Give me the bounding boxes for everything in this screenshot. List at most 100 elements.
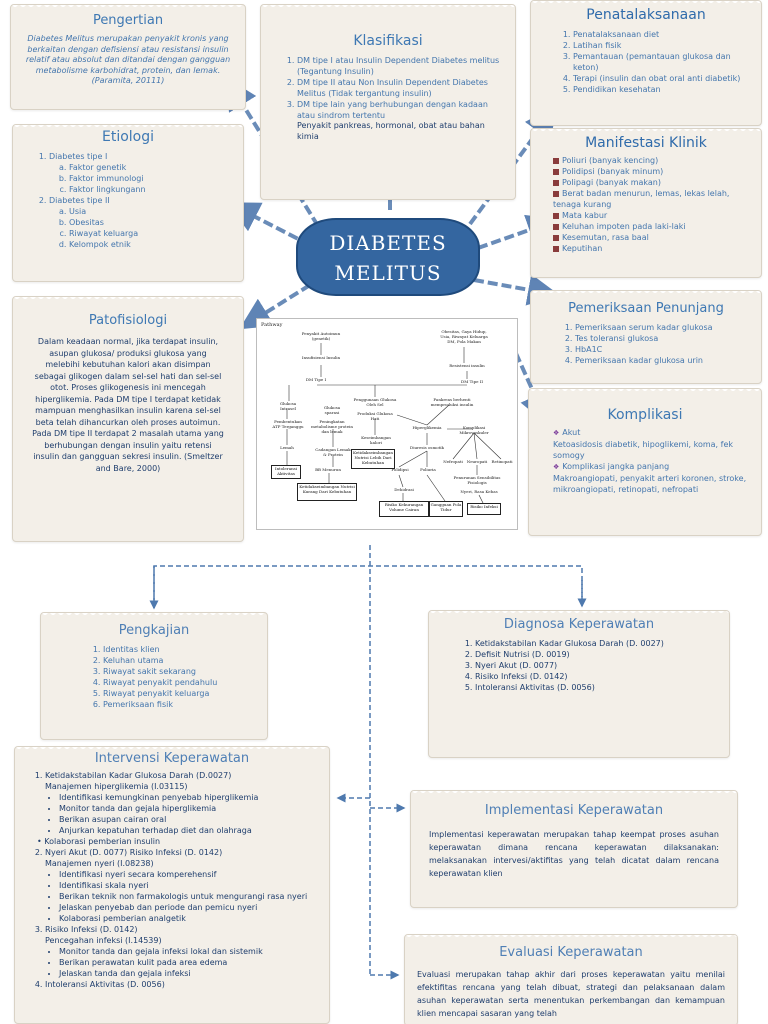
pathway-outcome-box: Ketidakseimbangan Nutrisi Kurang Dari Ke… — [297, 483, 357, 501]
implementasi-text: Implementasi keperawatan merupakan tahap… — [429, 830, 719, 878]
intervensi-list: Ketidakstabilan Kadar Glukosa Darah (D.0… — [15, 766, 329, 990]
list-item: Keputihan — [553, 243, 751, 254]
diamond-bullet-icon: ❖ — [553, 429, 560, 437]
manifestasi-item: Keputihan — [562, 244, 603, 253]
pathway-node: Komplikasi Mikrovaskuler — [459, 425, 489, 435]
pathway-outcome-box: Risiko Infeksi — [467, 503, 501, 515]
list-item: Latihan fisik — [573, 40, 751, 51]
list-item: Ketidakstabilan Kadar Glukosa Darah (D. … — [475, 638, 719, 649]
manifestasi-item: Poliuri (banyak kencing) — [562, 156, 659, 165]
pathway-node: Lemah — [280, 445, 294, 450]
manifestasi-item: Polidipsi (banyak minum) — [562, 167, 664, 176]
list-item: Jelaskan tanda dan gejala infeksi — [59, 968, 321, 979]
central-topic-line2: MELITUS — [334, 261, 442, 285]
list-item: Monitor tanda dan gejala infeksi lokal d… — [59, 946, 321, 957]
penatalaksanaan-title: Penatalaksanaan — [586, 7, 706, 23]
list-item: Faktor immunologi — [69, 173, 233, 184]
klasifikasi-title: Klasifikasi — [353, 33, 423, 49]
pengkajian-list: Identitas klien Keluhan utama Riwayat sa… — [41, 638, 267, 710]
evaluasi-text: Evaluasi merupakan tahap akhir dari pros… — [417, 970, 725, 1018]
card-pemeriksaan: Pemeriksaan Penunjang Pemeriksaan serum … — [530, 290, 762, 384]
list-item: Berikan perawatan kulit pada area edema — [59, 957, 321, 968]
bullet-icon — [553, 179, 559, 186]
list-item: Penatalaksanaan diet — [573, 29, 751, 40]
pathway-node: Glukosa sparasi — [323, 405, 341, 415]
list-item: Risiko Infeksi (D. 0142) — [475, 671, 719, 682]
intervensi-title: Intervensi Keperawatan — [94, 751, 250, 766]
list-item: Intoleransi Aktivitas (D. 0056) — [45, 979, 321, 990]
pathway-diagram: Pathway Penyakit Autoimun (genetik) Obes… — [256, 318, 518, 530]
list-item: Keluhan impoten pada laki-laki — [553, 221, 751, 232]
pathway-node: Nyeri, Rasa Kebas — [460, 489, 498, 494]
list-item: Kelompok etnik — [69, 239, 233, 250]
pathway-node: Resistensi insulin — [449, 363, 485, 368]
list-item: DM tipe lain yang berhubungan dengan kad… — [297, 99, 501, 121]
penatalaksanaan-list: Penatalaksanaan diet Latihan fisik Peman… — [531, 23, 761, 95]
list-item: Pendidikan kesehatan — [573, 84, 751, 95]
list-item: Identifikasi kemungkinan penyebab hiperg… — [59, 792, 321, 803]
list-item: Kolaborasi pemberian analgetik — [59, 913, 321, 924]
pathway-node: Pembentukan ATP Terganggu — [272, 419, 304, 429]
pathway-node: Glukosa Intrasel — [279, 401, 297, 411]
evaluasi-title: Evaluasi Keperawatan — [499, 945, 643, 960]
list-item: Nyeri Akut (D. 0077) — [475, 660, 719, 671]
list-item: Pemeriksaan fisik — [103, 699, 257, 710]
card-intervensi: Intervensi Keperawatan Ketidakstabilan K… — [14, 746, 330, 1024]
intervensi-diagnosis: Nyeri Akut (D. 0077) Risiko Infeksi (D. … — [45, 848, 223, 857]
pemeriksaan-list: Pemeriksaan serum kadar glukosa Tes tole… — [531, 316, 761, 366]
central-topic: DIABETES MELITUS — [296, 218, 480, 296]
list-item: Pemantauan (pemantauan glukosa dan keton… — [573, 51, 751, 73]
list-item: Faktor lingkungann — [69, 184, 233, 195]
pathway-node: Peningkatan metabolisme protein dan lema… — [311, 419, 353, 434]
intervensi-diagnosis: Ketidakstabilan Kadar Glukosa Darah (D.0… — [45, 771, 232, 780]
pathway-node: Hiperglikemia — [412, 425, 442, 430]
list-item: Identifikasi skala nyeri — [59, 880, 321, 891]
list-item: Diabetes tipe II Usia Obesitas Riwayat k… — [49, 195, 233, 250]
manifestasi-item: Berat badan menurun, lemas, lekas lelah,… — [553, 189, 730, 209]
komplikasi-title: Komplikasi — [607, 407, 683, 423]
list-item: Mata kabur — [553, 210, 751, 221]
manifestasi-list: Poliuri (banyak kencing) Polidipsi (bany… — [531, 151, 761, 254]
pathway-node: Penurunan Sensibilitas Fisiologis — [453, 475, 501, 485]
intervensi-subheading: Pencegahan infeksi (I.14539) — [45, 936, 162, 945]
pathway-header: Pathway — [261, 322, 283, 328]
manifestasi-title: Manifestasi Klinik — [585, 135, 707, 151]
bullet-icon — [553, 234, 559, 241]
list-item: Nyeri Akut (D. 0077) Risiko Infeksi (D. … — [45, 847, 321, 924]
manifestasi-item: Mata kabur — [562, 211, 608, 220]
list-item: Kesemutan, rasa baal — [553, 232, 751, 243]
pathway-node: Poliuria — [420, 467, 436, 472]
bullet-icon — [553, 157, 559, 164]
list-item: Faktor genetik — [69, 162, 233, 173]
pathway-lines — [286, 343, 502, 504]
list-item: Riwayat sakit sekarang — [103, 666, 257, 677]
pathway-outcome-box: Ketidakseimbangan Nutrisi Lebih Dari Keb… — [351, 449, 395, 469]
pathway-outcome-box: Gangguan Pola Tidur — [429, 501, 463, 517]
etiologi-group-label: Diabetes tipe I — [49, 152, 108, 161]
intervensi-subheading: Manajemen nyeri (I.08238) — [45, 859, 154, 868]
pathway-node: Produksi Glukosa Hati — [357, 411, 393, 421]
list-item: Keluhan utama — [103, 655, 257, 666]
pathway-node: Penggunaan Glukosa Oleh Sel — [353, 397, 397, 407]
komplikasi-label: Akut — [562, 428, 581, 437]
bullet-icon — [553, 223, 559, 230]
card-penatalaksanaan: Penatalaksanaan Penatalaksanaan diet Lat… — [530, 0, 762, 126]
intervensi-diagnosis: Risiko Infeksi (D. 0142) — [45, 925, 138, 934]
card-implementasi: Implementasi Keperawatan Implementasi ke… — [410, 790, 738, 908]
list-item: Defisit Nutrisi (D. 0019) — [475, 649, 719, 660]
bullet-icon — [553, 212, 559, 219]
list-item: Pemeriksaan kadar glukosa urin — [575, 355, 751, 366]
pathway-node: Dehidrasi — [394, 487, 414, 492]
bullet-icon — [553, 245, 559, 252]
intervensi-extra: Kolaborasi pemberian insulin — [44, 837, 161, 846]
list-item: Anjurkan kepatuhan terhadap diet dan ola… — [59, 825, 321, 836]
patofisiologi-text: Dalam keadaan normal, jika terdapat insu… — [32, 337, 224, 473]
list-item: Riwayat keluarga — [69, 228, 233, 239]
patofisiologi-title: Patofisiologi — [88, 313, 168, 328]
list-item: Pemeriksaan serum kadar glukosa — [575, 322, 751, 333]
list-item: DM tipe II atau Non Insulin Dependent Di… — [297, 77, 501, 99]
